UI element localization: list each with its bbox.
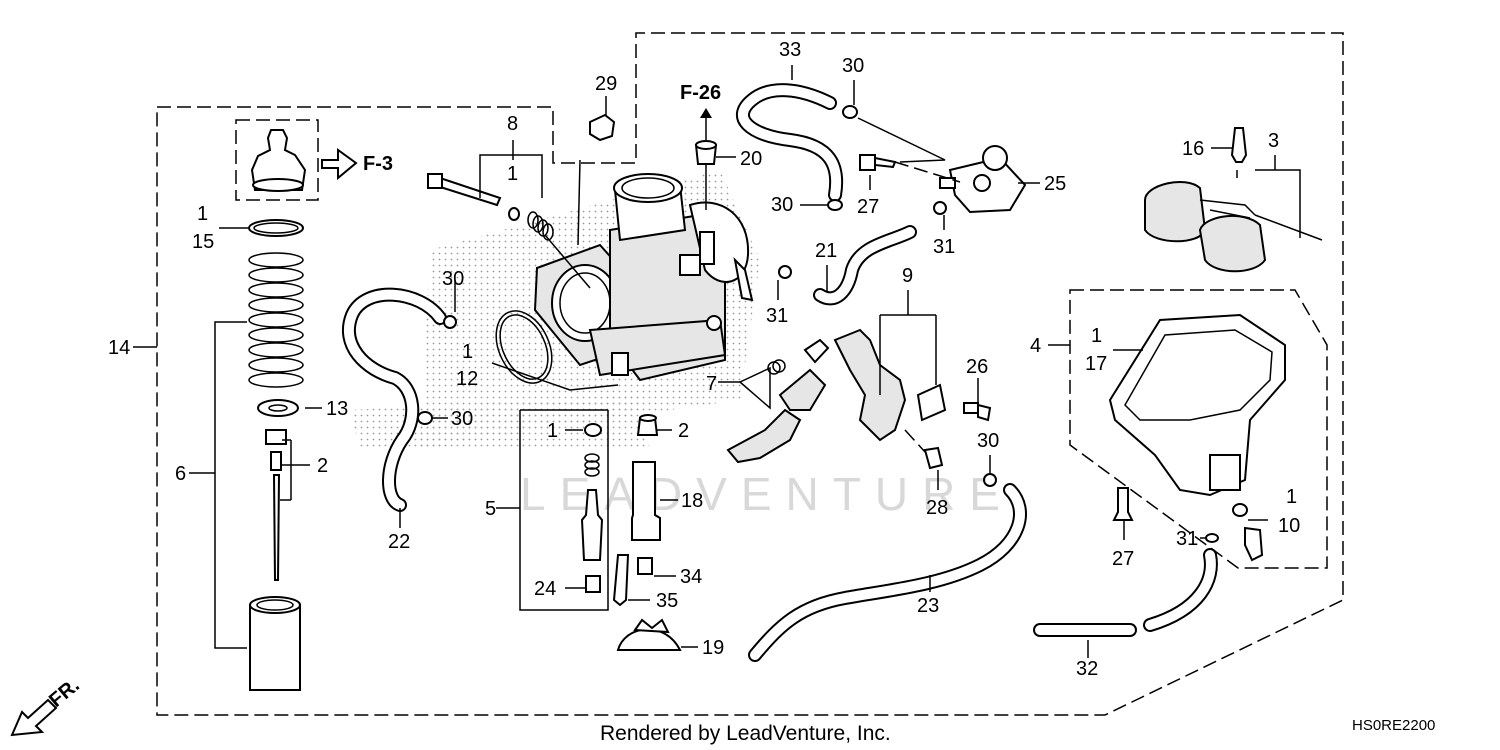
callout-35: 35 <box>656 590 678 612</box>
callout-26: 27 <box>857 196 879 218</box>
callout-25: 26 <box>966 356 988 378</box>
callout-1-f: 1 <box>1286 486 1297 508</box>
mixture-screw <box>435 176 502 207</box>
callout-30-b: 30 <box>451 408 473 430</box>
callout-30-c: 30 <box>842 55 864 77</box>
float-valve-15 <box>1230 127 1248 163</box>
callout-6: 6 <box>175 463 186 485</box>
callout-32: 32 <box>1076 658 1098 680</box>
ref-arrow-f3 <box>321 148 358 181</box>
bolt-28 <box>923 446 944 470</box>
clip-31-b <box>933 201 947 215</box>
bolt-25 <box>963 402 979 414</box>
callout-34: 34 <box>680 566 702 588</box>
clip-30-mid <box>827 199 843 211</box>
callout-31-b: 31 <box>766 305 788 327</box>
fuel-valve-24 <box>939 145 1027 214</box>
choke-lever <box>726 338 830 464</box>
callout-10: 10 <box>1278 515 1300 537</box>
washer-8 <box>508 207 520 221</box>
callout-28: 28 <box>926 497 948 519</box>
callout-2-b: 2 <box>678 420 689 442</box>
drain-screw <box>1244 526 1264 562</box>
callout-31-a: 31 <box>933 236 955 258</box>
front-arrow <box>10 698 58 737</box>
top-cap-frame <box>235 119 319 201</box>
callout-23: 24 <box>534 578 556 600</box>
ref-f26: F-26 <box>680 82 721 104</box>
callout-13: 14 <box>108 337 130 359</box>
cap-29 <box>589 113 616 142</box>
float-chamber-frame <box>1069 289 1328 569</box>
callout-33: 33 <box>779 39 801 61</box>
float-3 <box>1144 181 1323 273</box>
callout-21: 22 <box>388 531 410 553</box>
callout-27: 27 <box>1112 548 1134 570</box>
callout-15: 16 <box>1182 138 1204 160</box>
callout-14: 15 <box>192 231 214 253</box>
clip-30-b <box>417 411 433 425</box>
callout-8: 8 <box>507 113 518 135</box>
callout-1-d: 1 <box>547 420 558 442</box>
needle-jet-17 <box>631 461 661 541</box>
clip-30-a <box>443 315 457 329</box>
clip-31-a <box>778 265 792 279</box>
clip-31-c <box>1205 533 1219 543</box>
screw-27 <box>1112 487 1134 521</box>
callout-3: 3 <box>1268 130 1279 152</box>
jet-35 <box>612 554 630 607</box>
callout-12: 13 <box>326 398 348 420</box>
callout-1-b: 1 <box>507 163 518 185</box>
watermark: LEADVENTURE <box>520 468 1014 520</box>
callout-1-c: 1 <box>462 341 473 363</box>
bracket-18 <box>616 628 682 651</box>
shading-2 <box>350 395 650 450</box>
callout-5: 5 <box>485 498 496 520</box>
callout-19: 20 <box>740 148 762 170</box>
callout-30-d: 30 <box>771 194 793 216</box>
callout-16: 17 <box>1085 353 1107 375</box>
carburetor-body <box>533 173 754 382</box>
needle-clip <box>265 429 287 581</box>
spring-8 <box>527 211 554 241</box>
o-ring-11 <box>495 310 553 384</box>
washer-12 <box>257 399 299 417</box>
clip-30-top <box>842 105 858 119</box>
callout-20: 21 <box>815 240 837 262</box>
ref-f3: F-3 <box>363 153 393 175</box>
screw-34 <box>637 557 653 575</box>
callout-1-a: 1 <box>197 203 208 225</box>
callout-1-e: 1 <box>1091 325 1102 347</box>
callout-22: 23 <box>917 595 939 617</box>
callout-30-a: 30 <box>442 268 464 290</box>
spring <box>248 252 304 388</box>
callout-30-e: 30 <box>977 430 999 452</box>
callout-labels: 1 15 14 13 2 6 8 1 29 30 1 12 30 22 1 2 … <box>108 39 1300 680</box>
callout-17: 18 <box>681 490 703 512</box>
leader-lines <box>219 65 1268 648</box>
diagram-code: HS0RE2200 <box>1352 717 1435 734</box>
footer-credit: Rendered by LeadVenture, Inc. <box>600 722 891 745</box>
clip-30-low <box>983 473 997 487</box>
callout-9: 9 <box>902 265 913 287</box>
callout-2-a: 2 <box>317 455 328 477</box>
top-cap <box>250 129 307 192</box>
callout-4: 4 <box>1030 335 1041 357</box>
float-chamber <box>1108 313 1286 517</box>
callout-18: 19 <box>702 637 724 659</box>
callout-7: 7 <box>706 373 717 395</box>
needle-jet-holder <box>580 453 604 593</box>
bolt-26 <box>859 154 876 171</box>
assembly-frame <box>156 32 1344 716</box>
o-ring-jet <box>584 423 602 437</box>
callout-11: 12 <box>456 368 478 390</box>
throttle-slide <box>249 596 301 691</box>
callout-24: 25 <box>1044 173 1066 195</box>
callout-29: 29 <box>595 73 617 95</box>
callout-31-c: 31 <box>1176 528 1198 550</box>
bracket-9 <box>833 328 907 442</box>
